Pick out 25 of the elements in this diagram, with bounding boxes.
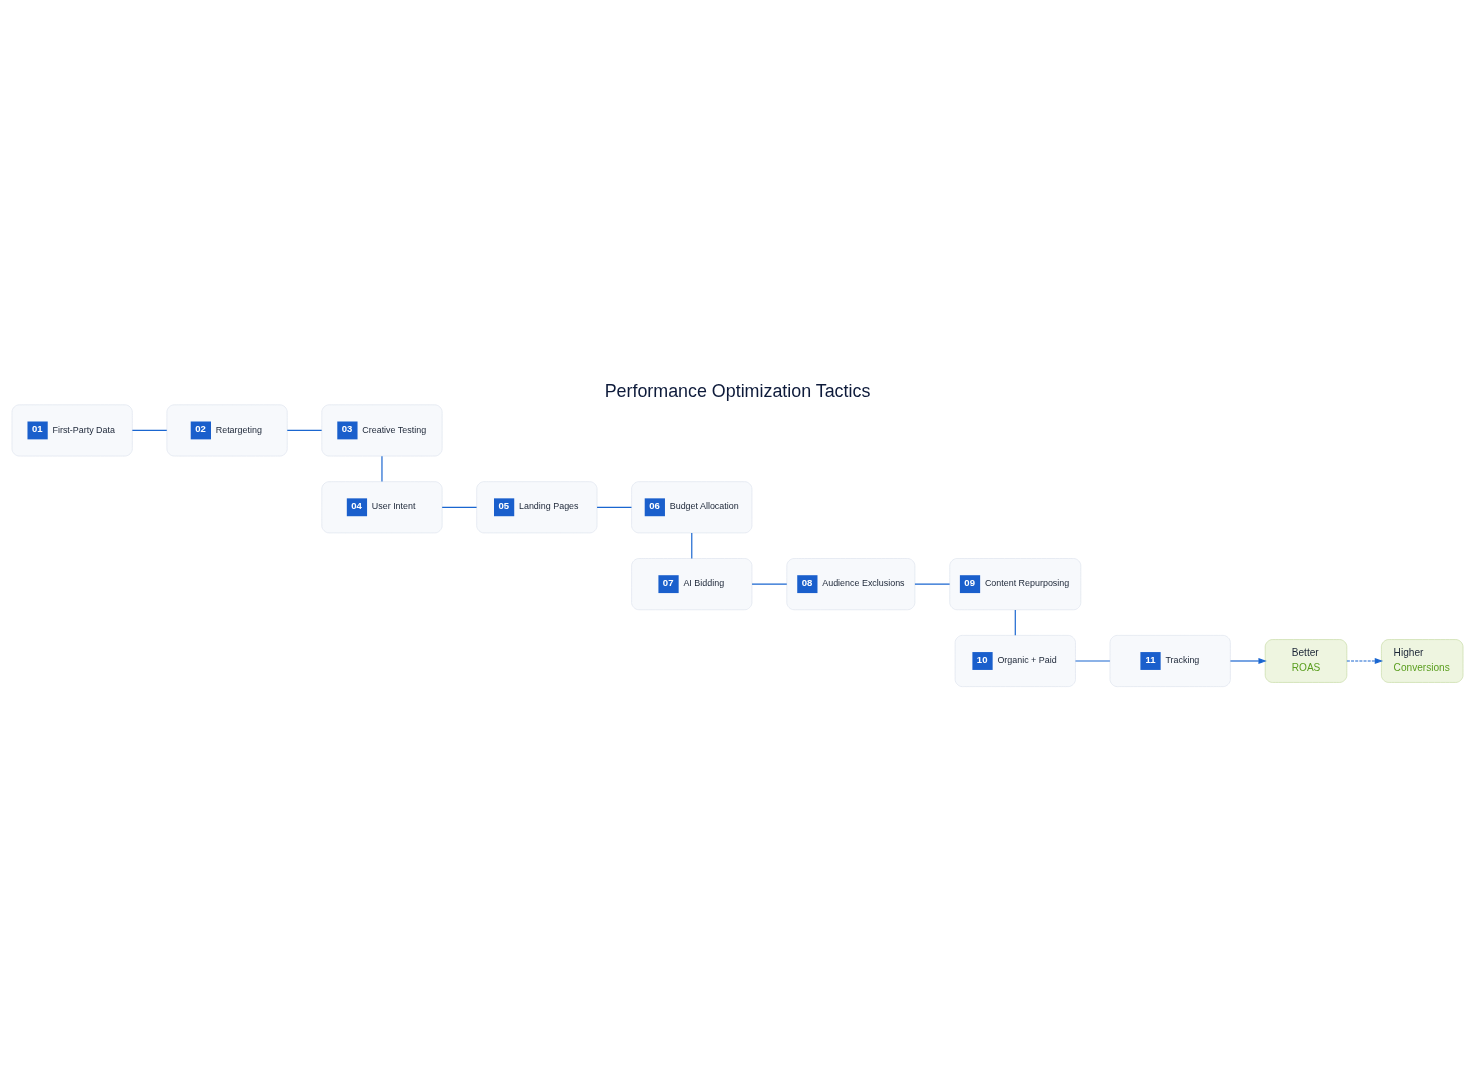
connector [286,429,323,431]
connector [751,583,788,585]
connector [596,506,633,508]
connector [1014,608,1016,636]
connector [381,455,383,482]
connector [914,583,951,585]
connector [131,429,168,431]
arrow [1229,657,1267,664]
node-box: 10 Organic + Paid [954,634,1076,687]
node-box: 01 First-Party Data [11,403,133,456]
connector [441,506,478,508]
node-box: Better ROAS [1264,638,1348,683]
connector [691,532,693,559]
diagram-title: Performance Optimization Tactics [604,380,871,401]
node-box: 02 Retargeting [166,403,288,456]
arrow [1346,657,1384,664]
node-box: 08 Audience Exclusions [786,557,916,610]
node-box: 11 Tracking [1109,634,1231,687]
node-box: Higher Conversions [1381,638,1464,683]
node-box: 09 Content Repurposing [949,557,1082,610]
node-box: 07 AI Bidding [631,557,753,610]
node-box: 04 User Intent [321,480,443,533]
node-box: 06 Budget Allocation [631,480,753,533]
node-box: 03 Creative Testing [321,403,443,456]
node-box: 05 Landing Pages [476,480,598,533]
